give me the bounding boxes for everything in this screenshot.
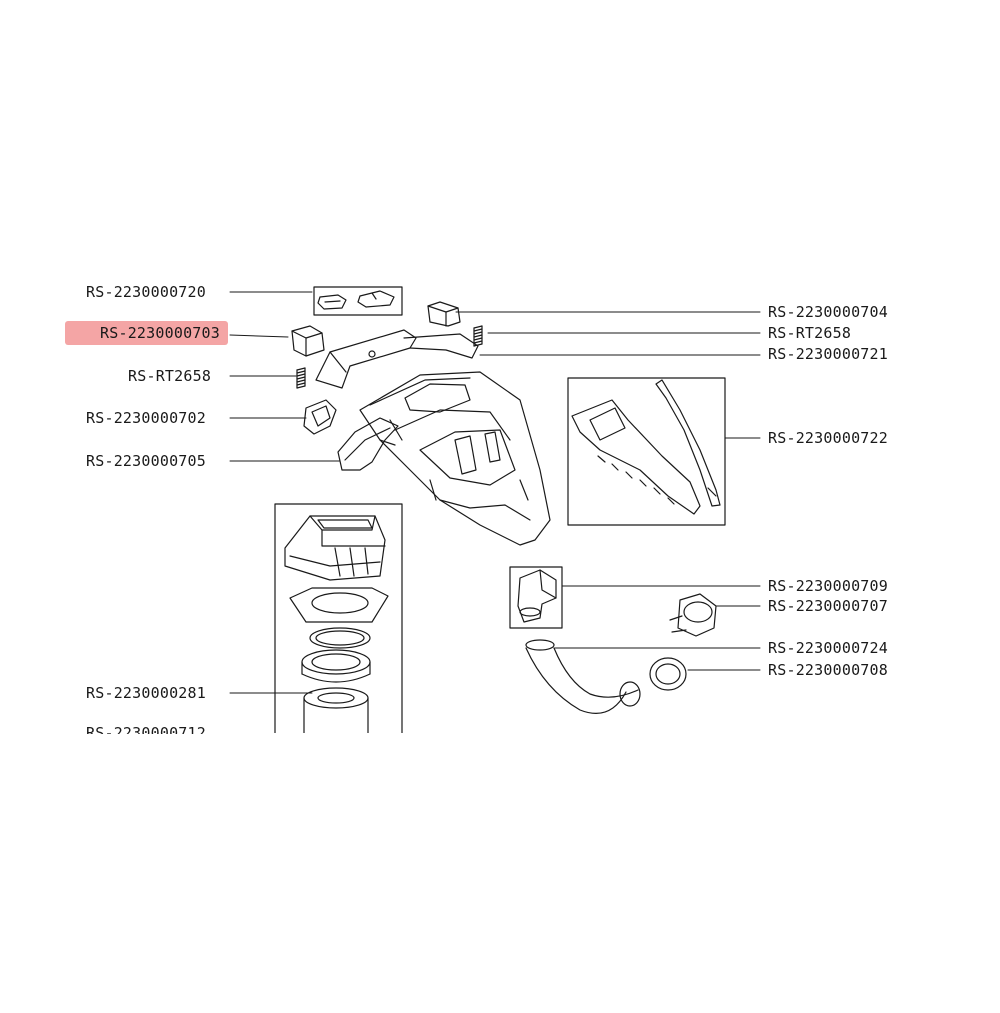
part-label-721[interactable]: RS-2230000721 [768, 345, 888, 363]
motor-stack [284, 515, 389, 735]
part-label-724[interactable]: RS-2230000724 [768, 639, 888, 657]
part-label-709[interactable]: RS-2230000709 [768, 577, 888, 595]
clips-720 [317, 290, 395, 310]
part-label-rt2658-left[interactable]: RS-RT2658 [128, 367, 212, 385]
part-label-705[interactable]: RS-2230000705 [86, 452, 206, 470]
elbow-connector-709 [517, 569, 557, 623]
part-label-704[interactable]: RS-2230000704 [768, 303, 888, 321]
part-group-box-720 [313, 286, 403, 316]
part-label-708[interactable]: RS-2230000708 [768, 661, 888, 679]
latch-704 [427, 301, 461, 327]
cover-panel-722 [571, 379, 721, 515]
main-housing-body [359, 371, 551, 546]
crop-mask [60, 733, 420, 1013]
part-label-722[interactable]: RS-2230000722 [768, 429, 888, 447]
spring-left [296, 367, 306, 389]
spring-right [473, 325, 483, 347]
part-label-707[interactable]: RS-2230000707 [768, 597, 888, 615]
button-703 [291, 325, 325, 357]
part-group-box-722 [567, 377, 726, 526]
part-label-712[interactable]: RS-2230000712 [86, 724, 206, 742]
part-group-box-709 [509, 566, 563, 629]
part-label-720[interactable]: RS-2230000720 [86, 283, 206, 301]
side-cover-705 [337, 417, 399, 471]
part-label-rt2658-right[interactable]: RS-RT2658 [768, 324, 852, 342]
connector-707 [669, 593, 717, 637]
hose-724 [525, 639, 641, 714]
part-label-702[interactable]: RS-2230000702 [86, 409, 206, 427]
ring-708 [649, 657, 687, 691]
part-702 [303, 399, 337, 435]
part-label-703-highlighted[interactable]: RS-2230000703 [65, 321, 228, 345]
part-label-281[interactable]: RS-2230000281 [86, 684, 206, 702]
leader-lines [229, 291, 761, 694]
handle-bar-721 [315, 329, 479, 389]
